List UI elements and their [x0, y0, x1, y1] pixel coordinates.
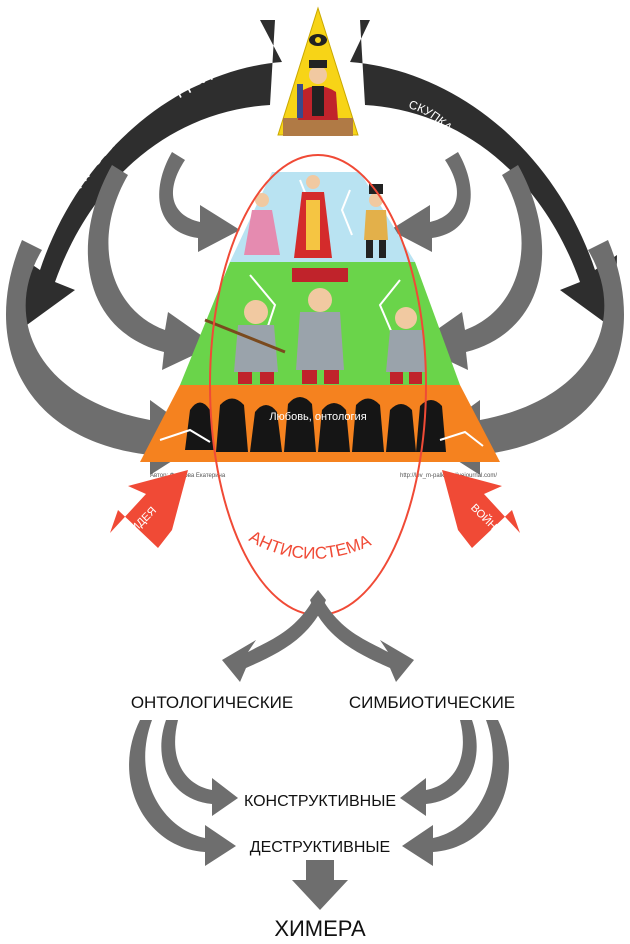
- lower-left-inner-arrow: [161, 720, 238, 816]
- lower-arrows: [129, 720, 509, 910]
- seated-figure-head: [309, 66, 327, 84]
- top-triangle: [278, 8, 358, 136]
- constructive-label: КОНСТРУКТИВНЫЕ: [244, 793, 396, 810]
- branch-arrow-right: [310, 590, 414, 682]
- ontological-label: ОНТОЛОГИЧЕСКИЕ: [131, 693, 293, 712]
- down-arrow-to-chimera: [292, 860, 348, 910]
- branch-arrows: [222, 590, 414, 682]
- war-arrow: ВОЙНА: [442, 470, 520, 548]
- right-arrow-inner: [390, 152, 471, 252]
- symbiotic-label: СИМБИОТИЧЕСКИЕ: [349, 693, 515, 712]
- antisystem-label: АНТИСИСТЕМА: [246, 527, 374, 563]
- lower-right-inner-arrow: [400, 720, 477, 816]
- destructive-label: ДЕСТРУКТИВНЫЕ: [250, 839, 390, 856]
- idea-arrow: ИДЕЯ: [110, 470, 188, 548]
- branch-arrow-left: [222, 590, 326, 682]
- right-arc-sub-2: ЭЛИТ: [397, 116, 434, 142]
- chimera-label: ХИМЕРА: [274, 916, 366, 941]
- left-arrow-middle: [88, 165, 215, 370]
- crowd-caption: Любовь, онтология: [269, 411, 366, 423]
- left-arrow-inner: [159, 152, 240, 252]
